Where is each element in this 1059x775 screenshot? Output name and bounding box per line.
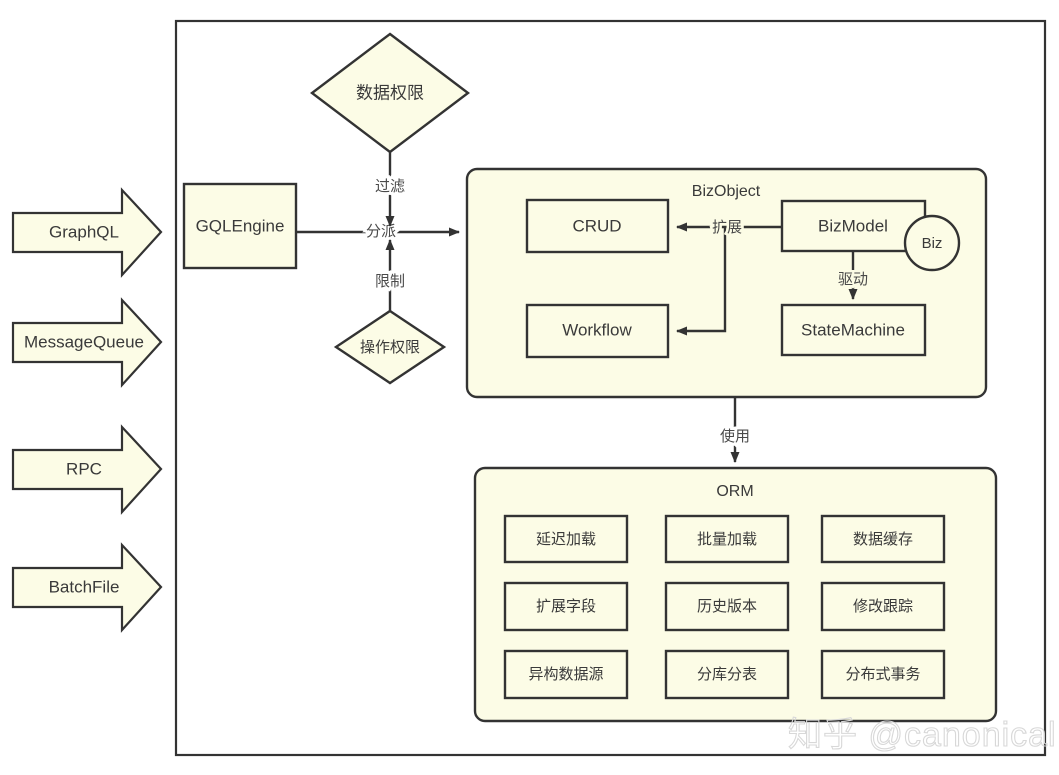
- input-arrow-rpc[interactable]: RPC: [11, 424, 163, 515]
- operation-permission-node[interactable]: 操作权限: [333, 309, 447, 385]
- orm-cell-label: 扩展字段: [536, 598, 596, 615]
- orm-cell-6[interactable]: 异构数据源: [503, 649, 629, 700]
- orm-cell-7[interactable]: 分库分表: [664, 649, 790, 700]
- biz-badge-label: Biz: [922, 235, 943, 252]
- statemachine-label: StateMachine: [801, 320, 905, 339]
- input-arrow-rpc-label: RPC: [66, 459, 102, 478]
- orm-cell-label: 异构数据源: [528, 666, 603, 683]
- orm-cell-0[interactable]: 延迟加载: [503, 514, 629, 564]
- biz-badge[interactable]: Biz: [903, 214, 961, 272]
- crud-node[interactable]: CRUD: [525, 198, 670, 254]
- data-permission-label: 数据权限: [356, 83, 424, 102]
- gqlengine-node[interactable]: GQLEngine: [182, 182, 298, 270]
- edge-filter-label: 过滤: [375, 178, 405, 195]
- statemachine-node[interactable]: StateMachine: [780, 303, 927, 357]
- edge-use-label: 使用: [720, 428, 750, 445]
- orm-cell-2[interactable]: 数据缓存: [820, 514, 946, 564]
- input-arrow-graphql-label: GraphQL: [49, 222, 119, 241]
- workflow-label: Workflow: [562, 320, 632, 339]
- orm-cell-label: 延迟加载: [536, 531, 596, 548]
- orm-cell-4[interactable]: 历史版本: [664, 581, 790, 632]
- edge-dispatch-label: 分派: [366, 223, 396, 240]
- operation-permission-label: 操作权限: [360, 339, 420, 356]
- orm-cell-label: 分库分表: [697, 666, 757, 683]
- input-arrow-messagequeue[interactable]: MessageQueue: [11, 297, 163, 388]
- bizmodel-node[interactable]: BizModel: [780, 199, 927, 253]
- orm-cell-5[interactable]: 修改跟踪: [820, 581, 946, 632]
- orm-cell-1[interactable]: 批量加载: [664, 514, 790, 564]
- bizobject-title: BizObject: [692, 183, 761, 200]
- edge-extend-label: 扩展: [712, 219, 742, 236]
- orm-cell-3[interactable]: 扩展字段: [503, 581, 629, 632]
- orm-cell-label: 修改跟踪: [853, 598, 913, 615]
- workflow-node[interactable]: Workflow: [525, 303, 670, 359]
- gqlengine-label: GQLEngine: [196, 216, 285, 235]
- watermark: 知乎 @canonical: [788, 716, 1057, 754]
- input-arrow-batchfile-label: BatchFile: [49, 577, 120, 596]
- bizmodel-label: BizModel: [818, 216, 888, 235]
- input-arrow-batchfile[interactable]: BatchFile: [11, 542, 163, 633]
- input-arrow-graphql[interactable]: GraphQL: [11, 187, 163, 278]
- edge-extend-to-workflow: [676, 227, 727, 336]
- edge-drive-label: 驱动: [838, 271, 868, 288]
- orm-title: ORM: [716, 483, 753, 500]
- edge-restrict-label: 限制: [375, 273, 405, 290]
- data-permission-node[interactable]: 数据权限: [310, 32, 470, 154]
- input-arrow-messagequeue-label: MessageQueue: [24, 332, 144, 351]
- crud-label: CRUD: [572, 216, 621, 235]
- orm-cell-label: 历史版本: [697, 598, 757, 615]
- orm-cell-label: 批量加载: [697, 531, 757, 548]
- orm-cell-label: 分布式事务: [845, 666, 920, 683]
- orm-cell-8[interactable]: 分布式事务: [820, 649, 946, 700]
- orm-cell-label: 数据缓存: [853, 531, 913, 548]
